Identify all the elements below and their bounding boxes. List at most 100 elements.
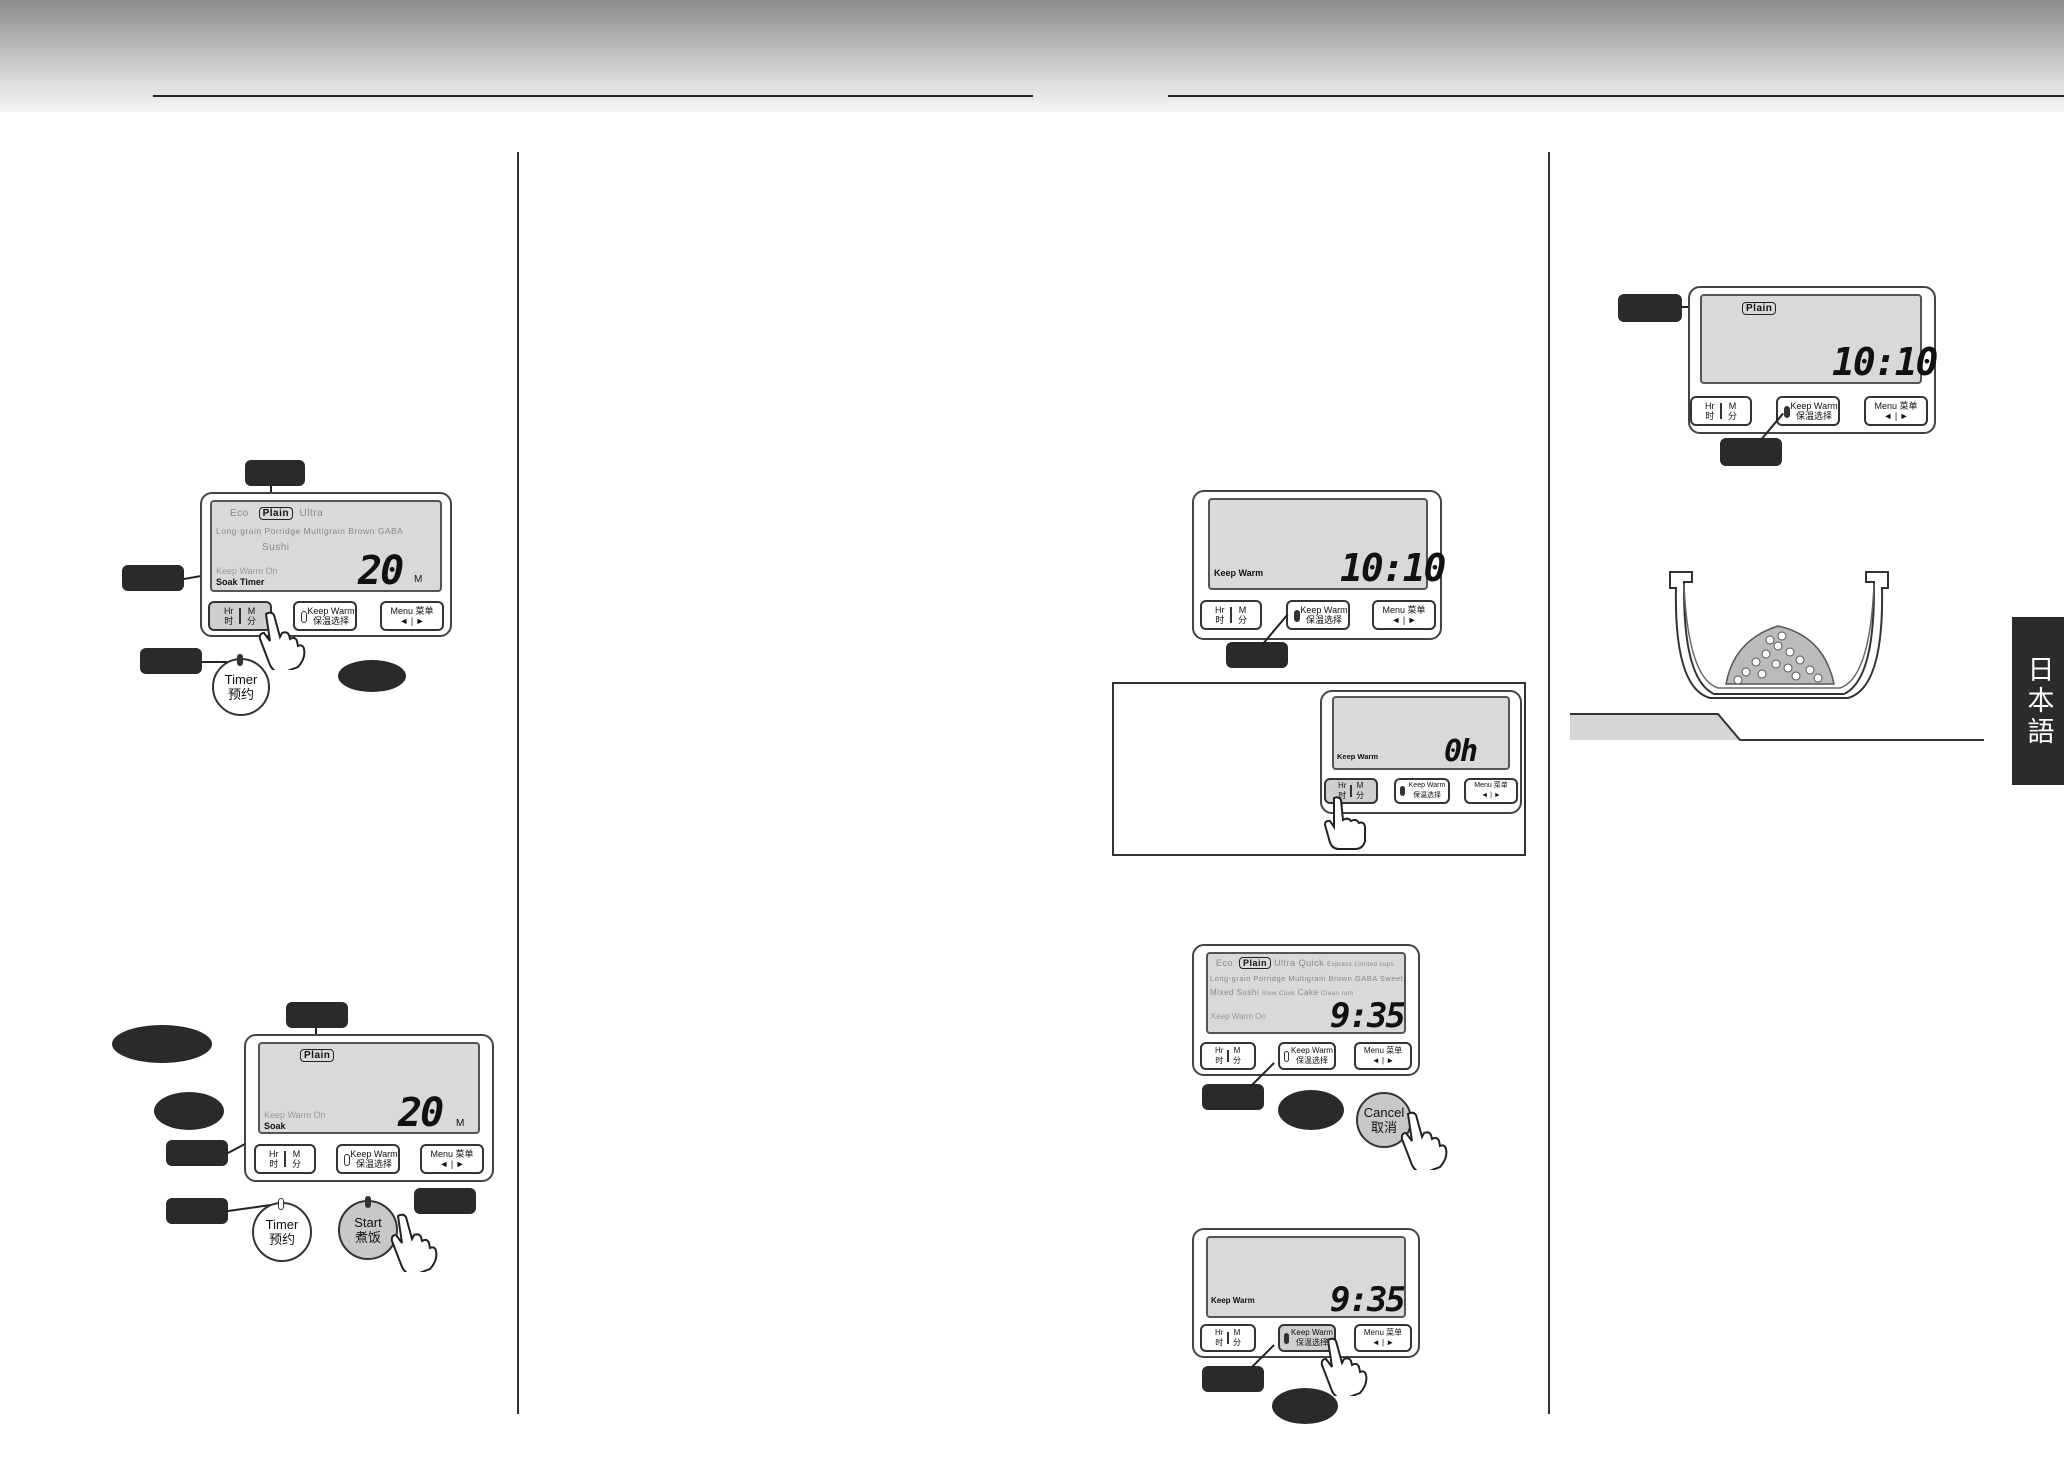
- mode-slow-cook: Slow Cook: [1261, 991, 1296, 997]
- speech-bubble: [1272, 1388, 1338, 1424]
- menu-button[interactable]: Menu 菜单◄ | ►: [1372, 600, 1436, 630]
- menu-button[interactable]: Menu 菜单◄ | ►: [1354, 1042, 1412, 1070]
- mode-eco: Eco: [1216, 958, 1234, 968]
- lcd-display: Keep Warm 0h: [1332, 696, 1510, 770]
- callout-label: [166, 1198, 228, 1224]
- timer-led: [278, 1198, 284, 1210]
- mode-plain-selected: Plain: [1239, 957, 1272, 969]
- callout-label: [1202, 1084, 1264, 1110]
- mode-sushi: Sushi: [262, 542, 290, 553]
- keep-warm-led: [1294, 610, 1300, 622]
- section-tab-bar: [1570, 713, 1984, 741]
- callout-leader: [202, 661, 230, 663]
- mode-multigrain: Multigrain: [1288, 974, 1326, 983]
- mode-ultra: Ultra: [299, 508, 324, 519]
- timer-led: [237, 654, 243, 666]
- mode-brown: Brown: [1328, 974, 1353, 983]
- status-soak: Soak: [264, 1121, 286, 1131]
- pointing-hand-icon: [1400, 1111, 1448, 1170]
- mode-gaba: GABA: [1354, 974, 1378, 983]
- time-display: 10:10: [1832, 340, 1938, 384]
- callout-label: [1226, 642, 1288, 668]
- lcd-display: Plain Keep Warm On Soak 20 M: [258, 1042, 480, 1136]
- time-display: 9:35: [1330, 1280, 1406, 1320]
- lcd-display: Keep Warm 10:10: [1208, 498, 1446, 590]
- mode-multigrain: Multigrain: [303, 526, 346, 536]
- mode-long-grain: Long-grain: [216, 526, 262, 536]
- speech-bubble: [112, 1025, 212, 1063]
- status-keep-warm: Keep Warm: [1337, 752, 1378, 761]
- lcd-display: Eco Plain Ultra Long-grain Porridge Mult…: [210, 500, 442, 594]
- lcd-display: Keep Warm 9:35: [1206, 1236, 1406, 1320]
- mode-clean: Clean rum: [1321, 991, 1354, 997]
- mode-ultra: Ultra: [1274, 958, 1296, 968]
- header-rule-right: [1168, 95, 2064, 97]
- mode-long-grain: Long-grain: [1210, 974, 1251, 983]
- pointing-hand-icon: [1320, 1337, 1368, 1396]
- inner-pot-illustration: [1669, 571, 1889, 699]
- mode-gaba: GABA: [377, 526, 404, 536]
- mode-eco: Eco: [230, 508, 249, 519]
- lcd-display: Plain 10:10: [1700, 294, 1938, 384]
- menu-button[interactable]: Menu 菜单◄ | ►: [380, 601, 444, 631]
- pointing-hand-icon: [258, 611, 306, 670]
- keep-warm-led: [1400, 786, 1405, 796]
- callout-label: [140, 648, 202, 674]
- menu-button[interactable]: Menu 菜单◄ | ►: [1864, 396, 1928, 426]
- keep-warm-led: [344, 1154, 350, 1166]
- keep-warm-led: [1284, 1333, 1289, 1344]
- column-divider-2: [1548, 152, 1550, 1414]
- time-display: 20: [358, 548, 404, 594]
- menu-button[interactable]: Menu 菜单◄ | ►: [420, 1144, 484, 1174]
- start-led: [365, 1196, 371, 1208]
- speech-bubble: [1278, 1090, 1344, 1130]
- mode-sushi: Sushi: [1236, 988, 1260, 997]
- status-keep-warm-on: Keep Warm On: [1211, 1012, 1266, 1021]
- page-header-band: [0, 0, 2064, 112]
- callout-label: [1720, 438, 1782, 466]
- keep-warm-led: [1784, 406, 1790, 418]
- menu-button[interactable]: Menu 菜单◄ | ►: [1354, 1324, 1412, 1352]
- mode-plain-selected: Plain: [300, 1049, 335, 1062]
- menu-button[interactable]: Menu 菜单◄ | ►: [1464, 778, 1518, 804]
- callout-label: [414, 1188, 476, 1214]
- keep-warm-led: [301, 611, 307, 623]
- status-keep-warm-on: Keep Warm On: [264, 1110, 326, 1120]
- callout-label: [1202, 1366, 1264, 1392]
- status-keep-warm: Keep Warm: [1211, 1296, 1255, 1305]
- hours-display: 0h: [1444, 734, 1478, 769]
- time-unit: M: [414, 574, 423, 585]
- time-display: 9:35: [1330, 996, 1406, 1036]
- speech-bubble: [154, 1092, 224, 1130]
- time-display: 20: [398, 1090, 444, 1136]
- callout-label: [166, 1140, 228, 1166]
- time-unit: M: [456, 1118, 465, 1129]
- language-tab[interactable]: 日本語: [2012, 617, 2064, 785]
- callout-label: [1618, 294, 1682, 322]
- column-divider-1: [517, 152, 519, 1414]
- mode-plain-selected: Plain: [1742, 302, 1777, 315]
- callout-label: [122, 565, 184, 591]
- speech-bubble: [338, 660, 406, 692]
- status-soak-timer: Soak Timer: [216, 577, 265, 587]
- mode-quick: Quick: [1298, 958, 1325, 968]
- mode-porridge: Porridge: [264, 526, 301, 536]
- pointing-hand-icon: [390, 1213, 438, 1272]
